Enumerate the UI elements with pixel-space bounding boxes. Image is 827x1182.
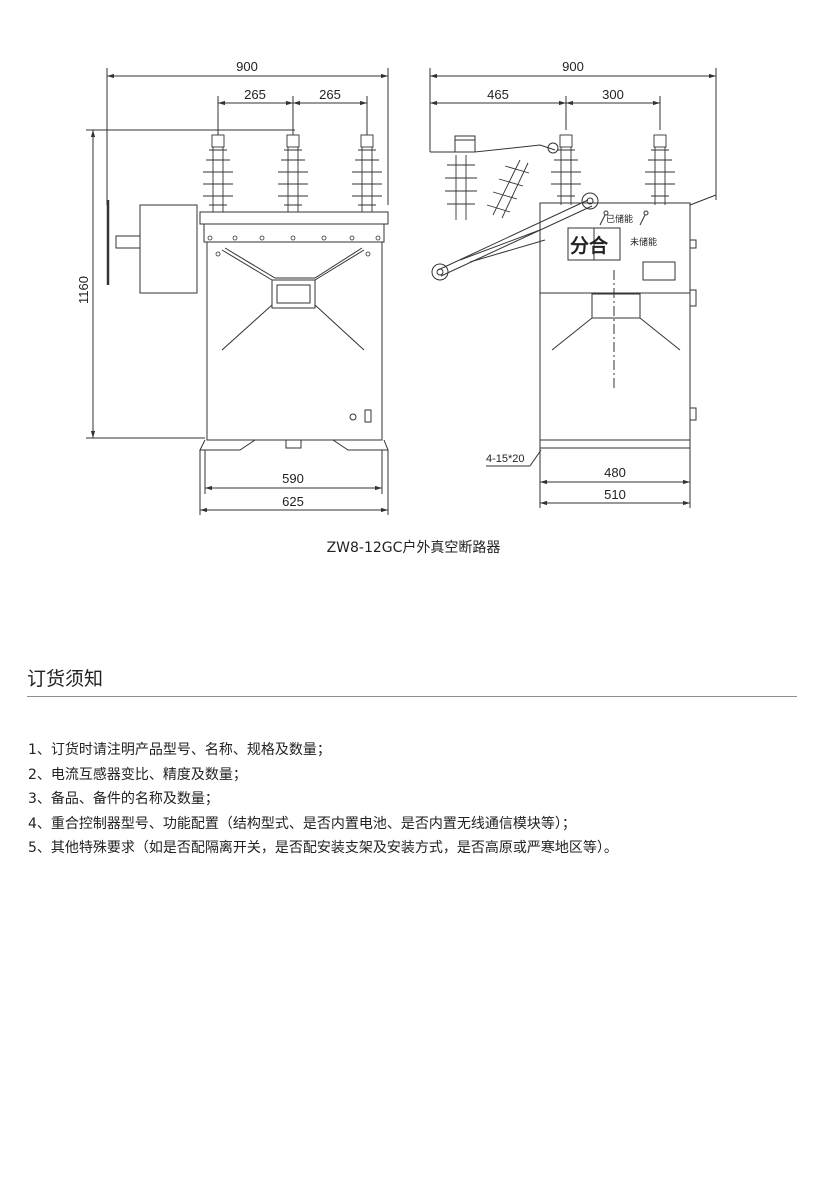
technical-drawing: 900 265 265 1160 590 625	[76, 59, 717, 515]
front-dim-total: 900	[236, 59, 258, 74]
front-insulators	[203, 134, 382, 212]
front-dim-height: 1160	[76, 276, 91, 304]
front-view	[86, 68, 389, 515]
side-view	[429, 68, 717, 508]
front-dim-base-inner: 590	[282, 471, 304, 486]
unstored-energy-label: 未储能	[630, 236, 657, 248]
side-dim-left: 465	[487, 87, 509, 102]
front-dim-right: 265	[319, 87, 341, 102]
front-dim-base-outer: 625	[282, 494, 304, 509]
section-title: 订货须知	[27, 668, 104, 690]
side-dim-base-inner: 480	[604, 465, 626, 480]
list-item: 3、备品、备件的名称及数量；	[28, 791, 219, 807]
front-dim-left: 265	[244, 87, 266, 102]
side-insulators	[551, 134, 675, 205]
ordering-list: 1、订货时请注明产品型号、名称、规格及数量； 2、电流互感器变比、精度及数量； …	[28, 738, 618, 861]
list-item: 5、其他特殊要求（如是否配隔离开关，是否配安装支架及安装方式，是否高原或严寒地区…	[28, 840, 618, 856]
side-dim-base-outer: 510	[604, 487, 626, 502]
stored-energy-label: 已储能	[606, 213, 633, 225]
side-dim-right: 300	[602, 87, 624, 102]
drawing-caption: ZW8-12GC户外真空断路器	[326, 540, 501, 556]
list-item: 2、电流互感器变比、精度及数量；	[28, 766, 247, 783]
section-divider	[27, 696, 797, 697]
side-hole-label: 4-15*20	[486, 453, 525, 465]
list-item: 4、重合控制器型号、功能配置（结构型式、是否内置电池、是否内置无线通信模块等）；	[28, 815, 576, 832]
front-bolts	[207, 235, 381, 257]
side-dim-total: 900	[562, 59, 584, 74]
panel-open-close-label: 分合	[570, 234, 609, 257]
list-item: 1、订货时请注明产品型号、名称、规格及数量；	[28, 742, 331, 758]
